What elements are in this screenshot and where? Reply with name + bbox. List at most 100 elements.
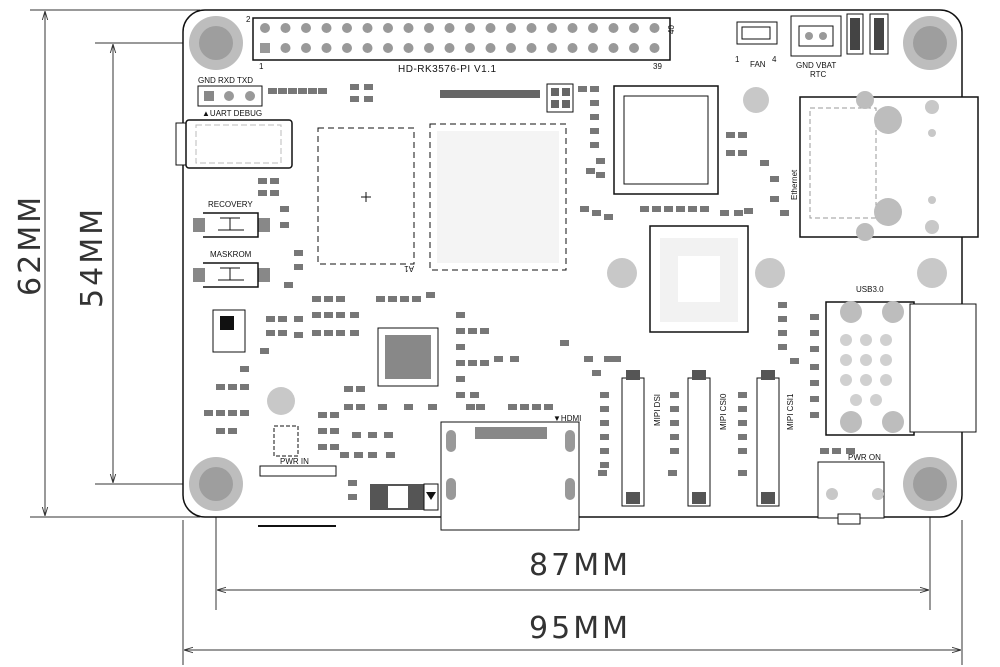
smd-components	[204, 84, 855, 500]
smd-pad	[318, 412, 327, 418]
smd-pad	[354, 452, 363, 458]
smd-pad	[350, 330, 359, 336]
top-smd-row	[440, 83, 574, 113]
smd-pad	[590, 142, 599, 148]
gpio-pin	[342, 23, 352, 33]
smd-pad	[330, 444, 339, 450]
gpio-pin	[403, 23, 414, 33]
mounting-holes	[189, 16, 957, 511]
gpio-pin	[383, 43, 393, 53]
smd-pad	[456, 312, 465, 318]
smd-pad	[228, 384, 237, 390]
pwr-on-label: PWR ON	[848, 453, 881, 462]
smd-pad	[270, 178, 279, 184]
smd-pad	[270, 190, 279, 196]
gpio-pin	[629, 23, 639, 33]
smd-pad	[726, 132, 735, 138]
smd-pad	[384, 432, 393, 438]
smd-pad	[312, 296, 321, 302]
smd-pad	[810, 380, 819, 386]
fuse-diode	[370, 483, 439, 511]
smd-pad	[330, 428, 339, 434]
smd-pad	[738, 448, 747, 454]
smd-pad	[670, 406, 679, 412]
gpio-pin	[362, 43, 373, 53]
smd-pad	[294, 250, 303, 256]
standoffs	[267, 258, 947, 415]
smd-pad	[810, 364, 819, 370]
gpio-pin	[588, 23, 598, 33]
smd-pad	[240, 384, 249, 390]
smd-pad	[584, 356, 593, 362]
smd-pad	[350, 96, 359, 102]
smd-pad	[508, 404, 517, 410]
fan-pin-1-label: 1	[735, 55, 740, 64]
gpio-pin	[485, 43, 496, 53]
mipi-csi0-connector	[687, 370, 711, 507]
rtc-pins-label: GND VBAT	[796, 61, 836, 70]
memory-chip	[317, 127, 415, 265]
smd-pad	[348, 480, 357, 486]
smd-pad	[738, 406, 747, 412]
smd-pad	[308, 88, 317, 94]
smd-pad	[778, 344, 787, 350]
smd-pad	[266, 316, 275, 322]
smd-pad	[386, 452, 395, 458]
smd-pad	[778, 330, 787, 336]
smd-pad	[520, 404, 529, 410]
usb-label: USB3.0	[856, 285, 884, 294]
gpio-pin	[321, 23, 332, 33]
maskrom-button	[193, 262, 270, 288]
smd-pad	[324, 312, 333, 318]
gpio-pin	[588, 43, 598, 53]
smd-pad	[578, 86, 587, 92]
smd-pad	[600, 420, 609, 426]
smd-pad	[670, 434, 679, 440]
soc-chip	[429, 123, 567, 271]
smd-pad	[596, 158, 605, 164]
smd-pad	[738, 132, 747, 138]
dim-width-inner: 87MM	[529, 548, 631, 583]
gpio-pin	[649, 43, 660, 53]
smd-pad	[598, 470, 607, 476]
gpio-pin	[649, 23, 660, 33]
smd-pad	[532, 404, 541, 410]
smd-pad	[456, 328, 465, 334]
dimension-lines	[30, 9, 963, 665]
dim-width-outer: 95MM	[529, 611, 631, 646]
smd-pad	[278, 316, 287, 322]
smd-pad	[778, 302, 787, 308]
rtc-label: RTC	[810, 70, 827, 79]
mipi-dsi-connector	[621, 370, 645, 507]
smd-pad	[336, 330, 345, 336]
smd-pad	[426, 292, 435, 298]
smd-pad	[688, 206, 697, 212]
rtc-connector	[790, 15, 842, 57]
smd-pad	[204, 410, 213, 416]
smd-pad	[810, 314, 819, 320]
recovery-button	[193, 212, 270, 238]
pmic-chip	[377, 327, 439, 387]
smd-pad	[330, 412, 339, 418]
smd-pad	[670, 420, 679, 426]
a1-label: A1	[404, 264, 414, 273]
smd-pad	[770, 196, 779, 202]
smd-pad	[294, 264, 303, 270]
gpio-pin	[424, 43, 434, 53]
gpio-pin	[260, 43, 270, 53]
gpio-pin	[362, 23, 373, 33]
smd-pad	[456, 344, 465, 350]
smd-pad	[344, 404, 353, 410]
capacitors-top-right	[846, 13, 889, 55]
smd-pad	[456, 360, 465, 366]
fan-pin-4-label: 4	[772, 55, 777, 64]
gpio-pin	[547, 43, 557, 53]
smd-pad	[668, 470, 677, 476]
smd-pad	[240, 366, 249, 372]
gpio-pin	[465, 43, 475, 53]
gpio-pin	[485, 23, 496, 33]
uart-label: ▲UART DEBUG	[202, 109, 262, 118]
smd-pad	[412, 296, 421, 302]
gpio-pin	[383, 23, 393, 33]
